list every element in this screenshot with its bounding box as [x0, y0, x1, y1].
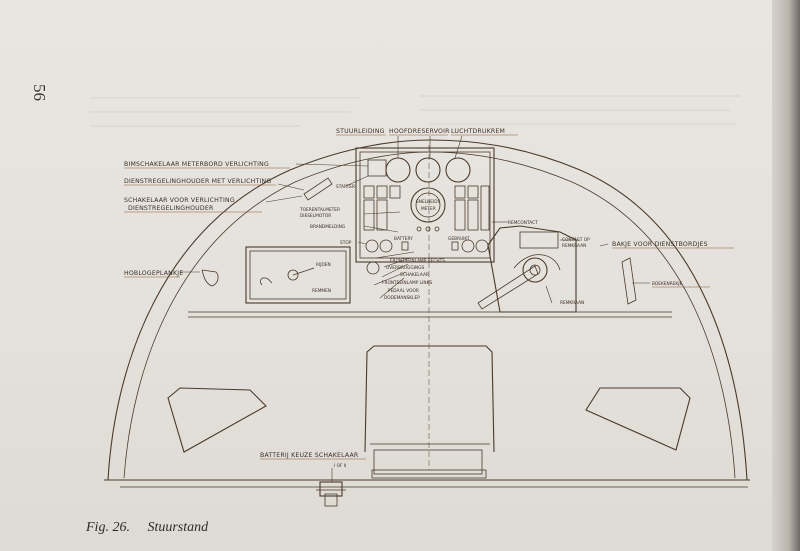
label-bimschakelaar: BIMSCHAKELAAR METERBORD VERLICHTING: [124, 161, 269, 168]
page-edge: [772, 0, 800, 551]
label-schakelaar-2: DIENSTREGELINGHOUDER: [128, 205, 214, 212]
gauge-luchtdrukrem: [445, 157, 471, 183]
label-contact-op-1: CONTACT OP: [562, 237, 590, 243]
label-pedaal-1: PEDAAL VOOR: [388, 288, 419, 294]
gauge-hoofdreservoir: [415, 157, 441, 183]
figure-number: Fig. 26.: [86, 520, 130, 535]
label-remkraan: REMKRAAN: [560, 300, 584, 306]
boekenrekje: [621, 257, 637, 305]
label-boekenrekje: BOEKENREKJE: [652, 281, 683, 287]
label-rijden: RIJDEN: [316, 262, 331, 268]
label-brandmelding: BRANDMELDING: [310, 224, 345, 230]
figure-caption: Fig. 26. Stuurstand: [86, 520, 222, 536]
label-i-of-ii: I OF II: [334, 463, 346, 469]
right-sill: [585, 387, 691, 451]
brake-valve: [477, 225, 577, 313]
speedometer: [410, 187, 446, 223]
label-contact-op-2: REMKRAAN: [562, 243, 586, 249]
label-frontseinlamp-rechts: FRONTSEINLAMP RECHTS: [390, 258, 445, 264]
label-overbruggings-1: OVERBRUGGINGS: [386, 265, 424, 271]
timetable-holder: [303, 177, 333, 201]
gauge-stuurleiding: [385, 157, 411, 183]
label-toerentalmeter-2: DIESELMOTOR: [300, 213, 331, 219]
label-pedaal-2: DODEMANSKLEP: [384, 295, 420, 301]
label-hoblogeplankje: HOBLOGEPLANKJE: [124, 270, 183, 277]
label-luchtdrukrem: LUCHTDRUKREM: [451, 128, 505, 135]
battery-selector: [316, 481, 346, 507]
label-remmen: REMMEN: [312, 288, 331, 294]
label-stuurleiding: STUURLEIDING: [336, 128, 385, 135]
label-frontseinlamp-links: FRONTSEINLAMP LINKS: [382, 280, 432, 286]
label-snelheids: SNELHEIDS: [416, 199, 441, 205]
starter-box: [367, 159, 387, 177]
cab-outline: [107, 139, 748, 481]
label-batterij-keuze: BATTERIJ KEUZE SCHAKELAAR: [260, 452, 359, 459]
left-sill: [167, 387, 267, 453]
label-starter: STARTER: [336, 184, 355, 190]
pedestal: [364, 345, 495, 479]
left-control-panel: [245, 246, 380, 304]
label-remcontact: REMCONTACT: [508, 220, 538, 226]
label-gebruikt: GEBRUIKT: [448, 236, 470, 242]
label-battery: BATTERY: [394, 236, 413, 242]
label-schakelaar-1: SCHAKELAAR VOOR VERLICHTING: [124, 197, 235, 204]
hoblogeplankje: [201, 269, 219, 287]
instrument-panel: [355, 147, 495, 263]
label-dienstregelinghouder: DIENSTREGELINGHOUDER MET VERLICHTING: [124, 178, 271, 185]
label-bakje: BAKJE VOOR DIENSTBORDJES: [612, 241, 708, 248]
figure-title: Stuurstand: [147, 520, 209, 535]
label-toerentalmeter-1: TOERENTALMETER: [299, 207, 340, 213]
leader-lines: [180, 135, 650, 482]
bleed-through-text: [90, 95, 740, 127]
label-stop: STOP: [340, 240, 352, 246]
label-overbruggings-2: SCHAKELAAR: [400, 272, 429, 278]
label-hoofdreservoir: HOOFDRESERVOIR: [389, 128, 450, 135]
label-meter: METER: [421, 206, 436, 212]
